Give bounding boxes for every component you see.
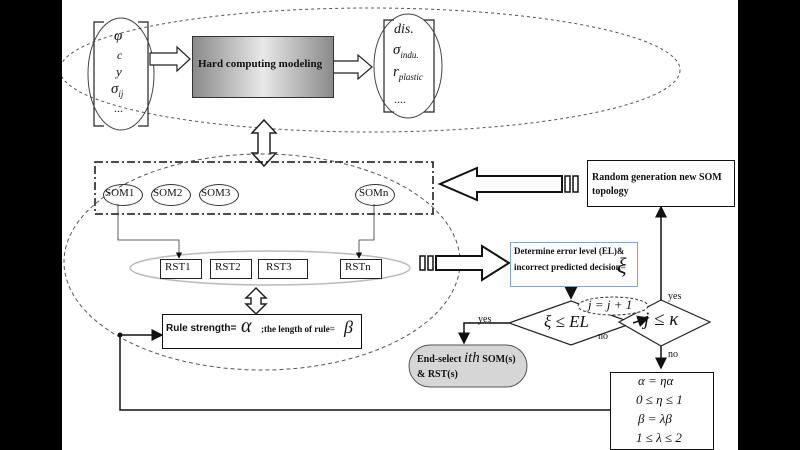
arrow-random-tail-1 [564, 175, 571, 193]
rst-label-1: RST1 [165, 261, 191, 273]
update-params-box [610, 372, 714, 450]
som-label-1: SOM1 [105, 187, 135, 199]
rule-length-label: ;the length of rule= [261, 324, 335, 334]
output-ellipse [373, 13, 443, 119]
som-node-1 [103, 184, 143, 206]
input-bracket [93, 21, 149, 127]
feedback-junction-dot [117, 332, 123, 338]
increment-text: j = j + 1 [588, 297, 633, 312]
determine-error-box [510, 242, 638, 287]
update-lambda-range: 1 ≤ λ ≤ 2 [636, 430, 682, 445]
somn-to-rstn-line [355, 204, 375, 259]
end-select-line1: End-select ith SOM(s) [417, 350, 516, 367]
som-node-3 [199, 184, 239, 206]
input-phi: φ [114, 28, 123, 44]
output-r-sub: plastic [398, 72, 423, 82]
rst-label-n: RSTn [345, 261, 371, 273]
connector-layer [62, 7, 712, 411]
som-group-box [94, 161, 434, 215]
determine-error-line2: incorrect predicted decision= [514, 262, 626, 272]
update-alpha: α = ηα [638, 373, 674, 388]
output-r-symbol: r [393, 64, 399, 80]
output-ellipsis: .... [394, 92, 406, 106]
rst-label-2: RST2 [215, 261, 241, 273]
xi-yes-line [458, 322, 509, 345]
input-ellipse [87, 17, 155, 131]
rst-box-3 [258, 259, 308, 279]
arrow-input-to-model [149, 45, 191, 73]
arrow-determine-tail-2 [427, 255, 434, 271]
output-dis: dis. [394, 22, 414, 37]
end-select-shape [408, 344, 528, 388]
input-ellipsis: ... [114, 101, 123, 115]
determine-error-xi: ξ [617, 253, 627, 278]
arrow-random-tail-2 [572, 175, 579, 193]
som-label-n: SOMn [359, 187, 389, 199]
random-generation-box [587, 160, 735, 207]
update-eta-range: 0 ≤ η ≤ 1 [636, 392, 683, 407]
som-node-n [355, 184, 395, 206]
increment-ellipse [577, 296, 649, 316]
output-bracket [383, 19, 435, 113]
update-beta: β = λβ [638, 411, 672, 426]
som-label-3: SOM3 [201, 187, 231, 199]
end-select-line2: & RST(s) [417, 369, 458, 380]
double-arrow-top [250, 118, 278, 168]
rule-beta-symbol: β [344, 317, 353, 337]
arrow-random-to-som [437, 166, 563, 202]
end-select-prefix: End-select [417, 354, 462, 365]
xi-yes-label: yes [478, 314, 492, 325]
rst-box-2 [210, 259, 252, 279]
j-no-label: no [668, 349, 678, 360]
output-sigma-symbol: σ [393, 42, 401, 58]
output-sigma: σindu. [393, 42, 419, 60]
decision-xi-text: ξ ≤ EL [544, 312, 589, 331]
rst-ellipse [129, 250, 411, 286]
arrow-model-to-output [332, 53, 373, 81]
output-sigma-sub: indu. [400, 50, 419, 60]
arrow-rst-to-determine [435, 244, 511, 282]
input-sigma-symbol: σ [111, 81, 119, 97]
diagram-canvas: φ c y σij ... Hard computing modeling di… [62, 0, 738, 450]
input-c: c [117, 48, 123, 62]
som-node-2 [151, 184, 191, 206]
output-r: rplastic [393, 64, 423, 82]
j-yes-label: yes [668, 291, 682, 302]
arrow-determine-tail-1 [419, 255, 426, 271]
determine-error-line1: Determine error level (EL)& [514, 246, 625, 256]
input-sigma-sub: ij [118, 89, 124, 99]
rst-label-3: RST3 [266, 261, 292, 273]
feedback-loop-line [119, 329, 610, 411]
decision-j-text: j ≤ κ [644, 309, 679, 330]
end-select-ith: ith [463, 350, 480, 366]
top-ellipse [62, 7, 681, 133]
double-arrow-rule [244, 286, 268, 316]
input-sigma: σij [111, 81, 123, 99]
rst-box-n [340, 259, 382, 279]
xi-no-line [632, 315, 650, 328]
xi-no-label: no [598, 331, 608, 342]
som-label-2: SOM2 [153, 187, 183, 199]
end-select-som: SOM(s) [479, 354, 516, 365]
som1-to-rst1-line [117, 204, 183, 259]
hard-computing-label: Hard computing modeling [198, 58, 323, 70]
input-y: y [116, 64, 122, 79]
hard-computing-box [192, 36, 334, 98]
rule-strength-box [162, 314, 362, 349]
rst-box-1 [160, 259, 202, 279]
random-generation-label: Random generation new SOM topology [592, 172, 722, 197]
rule-strength-label: Rule strength= [166, 323, 237, 334]
rule-alpha-symbol: α [241, 315, 252, 337]
